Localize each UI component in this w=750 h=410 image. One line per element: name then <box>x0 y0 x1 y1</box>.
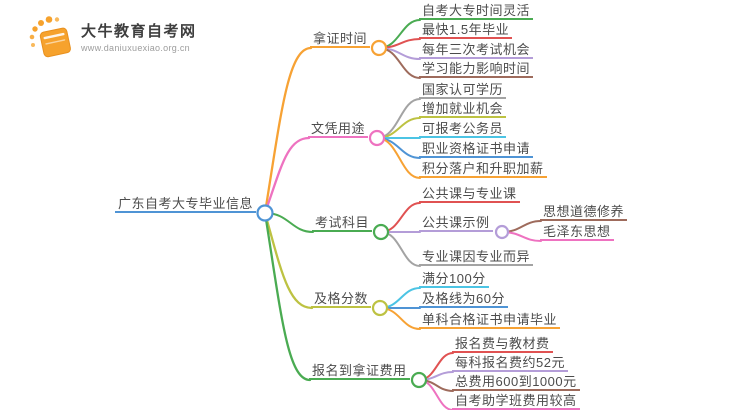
node-toggle-circle[interactable] <box>368 129 386 147</box>
mindmap-edge <box>263 136 311 215</box>
leaf-node[interactable]: 自考助学班费用较高 <box>452 393 580 410</box>
leaf-node[interactable]: 毛泽东思想 <box>540 224 614 241</box>
node-toggle-circle[interactable] <box>494 224 510 240</box>
leaf-node[interactable]: 单科合格证书申请毕业 <box>419 312 561 329</box>
leaf-node[interactable]: 增加就业机会 <box>419 101 507 118</box>
branch-node[interactable]: 报名到拿证费用 <box>309 363 410 380</box>
node-toggle-circle[interactable] <box>410 371 428 389</box>
book-icon <box>29 16 71 58</box>
leaf-node[interactable]: 可报考公务员 <box>419 121 507 138</box>
mindmap-edge <box>263 46 313 215</box>
leaf-node[interactable]: 专业课因专业而异 <box>419 249 534 266</box>
leaf-node[interactable]: 思想道德修养 <box>540 204 628 221</box>
mindmap-edge <box>263 211 312 382</box>
leaf-node[interactable]: 积分落户和升职加薪 <box>419 161 547 178</box>
leaf-node[interactable]: 每科报名费约52元 <box>452 355 568 372</box>
leaf-node[interactable]: 公共课与专业课 <box>419 186 520 203</box>
leaf-node[interactable]: 国家认可学历 <box>419 82 507 99</box>
site-url: www.daniuxuexiao.org.cn <box>81 42 190 53</box>
branch-node[interactable]: 考试科目 <box>312 215 373 232</box>
node-toggle-circle[interactable] <box>256 204 274 222</box>
leaf-node[interactable]: 最快1.5年毕业 <box>419 22 513 39</box>
site-logo: 大牛教育自考网 www.daniuxuexiao.org.cn <box>26 14 197 58</box>
mindmap-edge <box>263 211 314 310</box>
branch-node[interactable]: 及格分数 <box>311 291 372 308</box>
leaf-node[interactable]: 职业资格证书申请 <box>419 141 534 158</box>
site-name: 大牛教育自考网 <box>81 22 197 40</box>
leaf-node[interactable]: 学习能力影响时间 <box>419 61 534 78</box>
node-toggle-circle[interactable] <box>370 39 388 57</box>
leaf-node[interactable]: 每年三次考试机会 <box>419 42 534 59</box>
leaf-node[interactable]: 及格线为60分 <box>419 291 508 308</box>
subtopic-node[interactable]: 公共课示例 <box>419 215 493 232</box>
node-toggle-circle[interactable] <box>371 299 389 317</box>
branch-node[interactable]: 文凭用途 <box>308 121 369 138</box>
branch-node[interactable]: 拿证时间 <box>310 31 371 48</box>
leaf-node[interactable]: 总费用600到1000元 <box>452 374 580 391</box>
root-node[interactable]: 广东自考大专毕业信息 <box>115 196 257 213</box>
leaf-node[interactable]: 自考大专时间灵活 <box>419 3 534 20</box>
leaf-node[interactable]: 满分100分 <box>419 271 489 288</box>
leaf-node[interactable]: 报名费与教材费 <box>452 336 553 353</box>
node-toggle-circle[interactable] <box>372 223 390 241</box>
